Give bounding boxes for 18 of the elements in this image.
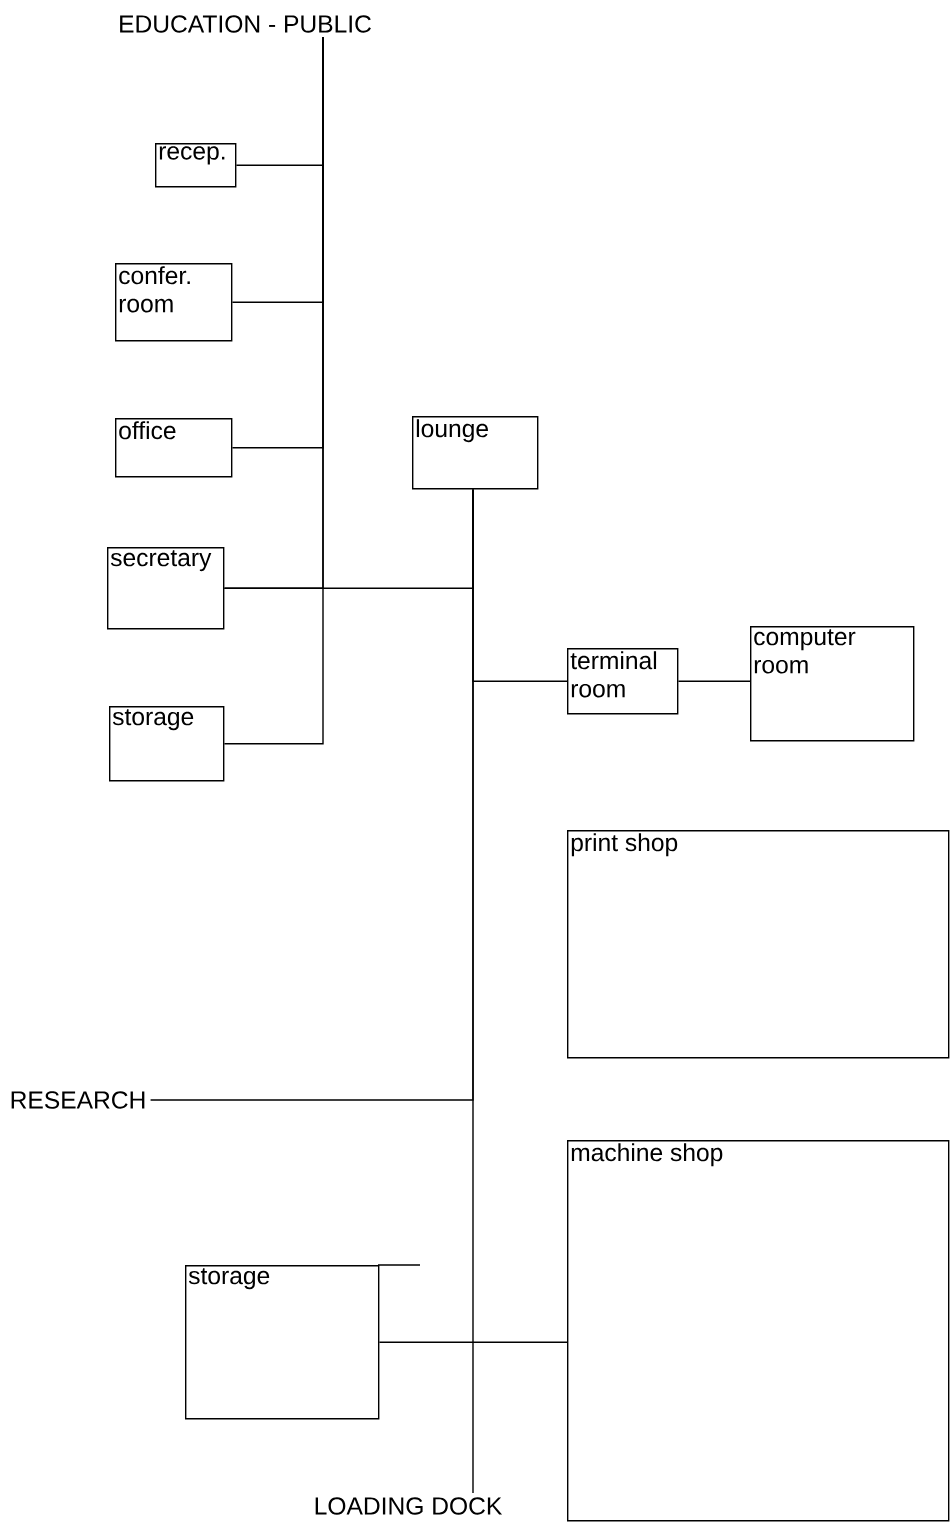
connector-line [677, 680, 751, 682]
connector-line [472, 488, 474, 1494]
room-box: storage [109, 706, 225, 782]
connector-line [223, 36, 324, 745]
room-box: recep. [155, 143, 237, 188]
room-box: office [115, 418, 233, 478]
room-box: terminal room [567, 648, 679, 715]
room-box: print shop [567, 830, 950, 1059]
room-box: confer. room [115, 263, 233, 342]
connector-line [378, 1341, 568, 1343]
area-label: EDUCATION - PUBLIC [120, 15, 371, 33]
room-box: machine shop [567, 1140, 950, 1522]
area-label: RESEARCH [11, 1091, 145, 1109]
room-box: computer room [750, 626, 915, 742]
area-label: LOADING DOCK [315, 1497, 503, 1515]
room-box: storage [185, 1264, 421, 1420]
room-box: lounge [412, 416, 539, 490]
room-box: secretary [107, 547, 225, 630]
